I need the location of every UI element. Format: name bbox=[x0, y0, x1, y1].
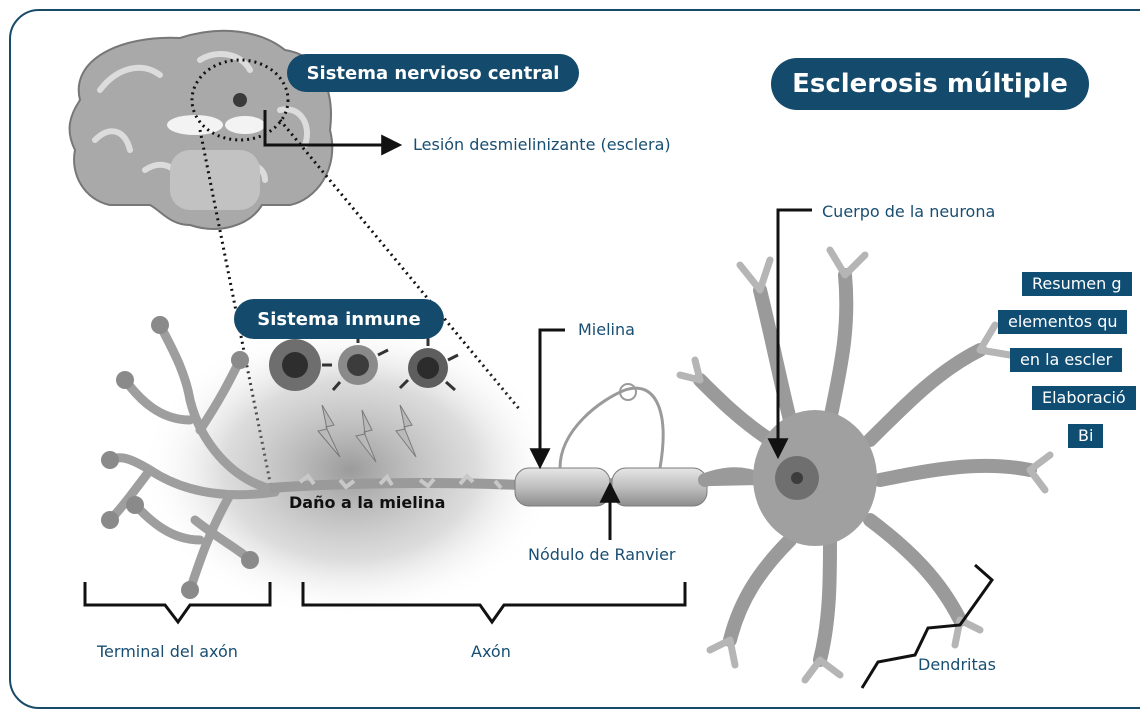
label-myelin: Mielina bbox=[578, 320, 635, 339]
caption-line-2: elementos qu bbox=[998, 310, 1127, 334]
badge-central-nervous-system: Sistema nervioso central bbox=[287, 54, 579, 92]
label-axon: Axón bbox=[471, 642, 511, 661]
label-lesion: Lesión desmielinizante (esclera) bbox=[413, 135, 671, 154]
label-myelin-damage: Daño a la mielina bbox=[289, 493, 445, 512]
page-title: Esclerosis múltiple bbox=[771, 58, 1089, 110]
label-axon-terminal: Terminal del axón bbox=[97, 642, 238, 661]
caption-line-1: Resumen g bbox=[1022, 272, 1132, 296]
neuron-nucleolus bbox=[791, 472, 803, 484]
label-cell-body: Cuerpo de la neurona bbox=[822, 202, 995, 221]
caption-line-3: en la escler bbox=[1010, 348, 1122, 372]
badge-immune-system: Sistema inmune bbox=[234, 299, 444, 339]
label-dendrites: Dendritas bbox=[918, 655, 996, 674]
caption-line-4: Elaboració bbox=[1032, 386, 1136, 410]
label-node-of-ranvier: Nódulo de Ranvier bbox=[528, 545, 676, 564]
caption-line-5: Bi bbox=[1068, 424, 1103, 448]
